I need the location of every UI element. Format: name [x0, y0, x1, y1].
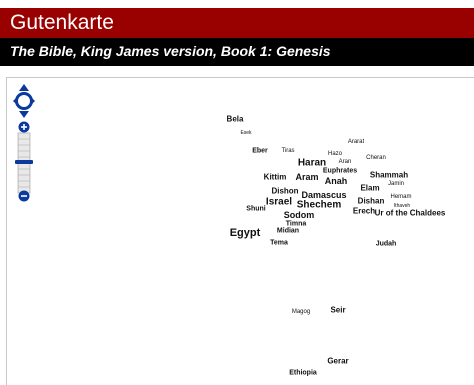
place-label-shechem[interactable]: Shechem [296, 199, 342, 211]
place-label-erech[interactable]: Erech [352, 206, 376, 216]
place-label-sodom[interactable]: Sodom [283, 210, 315, 220]
zoom-slider[interactable] [15, 132, 33, 194]
map-navigation-controls [12, 82, 40, 207]
zoom-in-button[interactable] [18, 121, 30, 133]
place-label-damascus[interactable]: Damascus [301, 190, 347, 200]
minus-icon [21, 195, 27, 197]
place-label-tiras[interactable]: Tiras [281, 148, 295, 154]
place-label-cheran[interactable]: Cheran [366, 155, 386, 161]
zoom-out-button[interactable] [18, 190, 30, 202]
place-label-esek[interactable]: Esek [240, 130, 252, 136]
place-label-dishan[interactable]: Dishan [357, 196, 385, 206]
place-label-judah[interactable]: Judah [375, 240, 397, 248]
subtitle-bar: The Bible, King James version, Book 1: G… [0, 38, 474, 66]
place-label-ararat[interactable]: Ararat [347, 139, 365, 145]
place-label-jamin[interactable]: Jamin [387, 181, 405, 187]
place-label-elam[interactable]: Elam [360, 183, 380, 193]
zoom-slider-handle[interactable] [15, 160, 33, 164]
place-label-timna[interactable]: Timna [285, 220, 307, 228]
place-label-shuni[interactable]: Shuni [246, 205, 266, 213]
place-label-magog[interactable]: Magog [291, 309, 311, 315]
map-viewport[interactable]: Bela Esek Eber Tiras Ararat Hazo Haran A… [6, 77, 474, 385]
place-label-hazo[interactable]: Hazo [327, 151, 343, 157]
title-bar: Gutenkarte [0, 8, 474, 38]
pan-compass-icon[interactable] [13, 84, 35, 118]
place-label-shammah[interactable]: Shammah [369, 170, 409, 180]
place-label-ur-of-the-chaldees[interactable]: Ur of the Chaldees [374, 208, 446, 218]
place-label-ethiopia[interactable]: Ethiopia [289, 369, 317, 377]
place-label-eber[interactable]: Eber [252, 147, 268, 155]
pan-zoom-control [13, 84, 35, 202]
place-label-ithaveh[interactable]: Ithaveh [393, 203, 411, 209]
app-title: Gutenkarte [10, 11, 114, 34]
place-label-tema[interactable]: Tema [270, 239, 288, 247]
place-label-israel[interactable]: Israel [265, 196, 293, 208]
place-label-kittim[interactable]: Kittim [263, 172, 287, 182]
place-label-seir[interactable]: Seir [330, 305, 346, 315]
place-label-egypt[interactable]: Egypt [229, 227, 261, 239]
place-label-hemam[interactable]: Hemam [390, 194, 412, 200]
place-label-haran[interactable]: Haran [297, 157, 327, 169]
place-label-bela[interactable]: Bela [226, 114, 244, 124]
book-subtitle: The Bible, King James version, Book 1: G… [10, 43, 331, 59]
place-label-gerar[interactable]: Gerar [327, 356, 349, 366]
place-label-aran[interactable]: Aran [338, 159, 352, 165]
place-label-midian[interactable]: Midian [276, 227, 300, 235]
place-label-aram[interactable]: Aram [295, 172, 319, 182]
place-label-euphrates[interactable]: Euphrates [322, 167, 358, 175]
place-label-anah[interactable]: Anah [324, 176, 348, 186]
place-label-dishon[interactable]: Dishon [271, 186, 299, 196]
